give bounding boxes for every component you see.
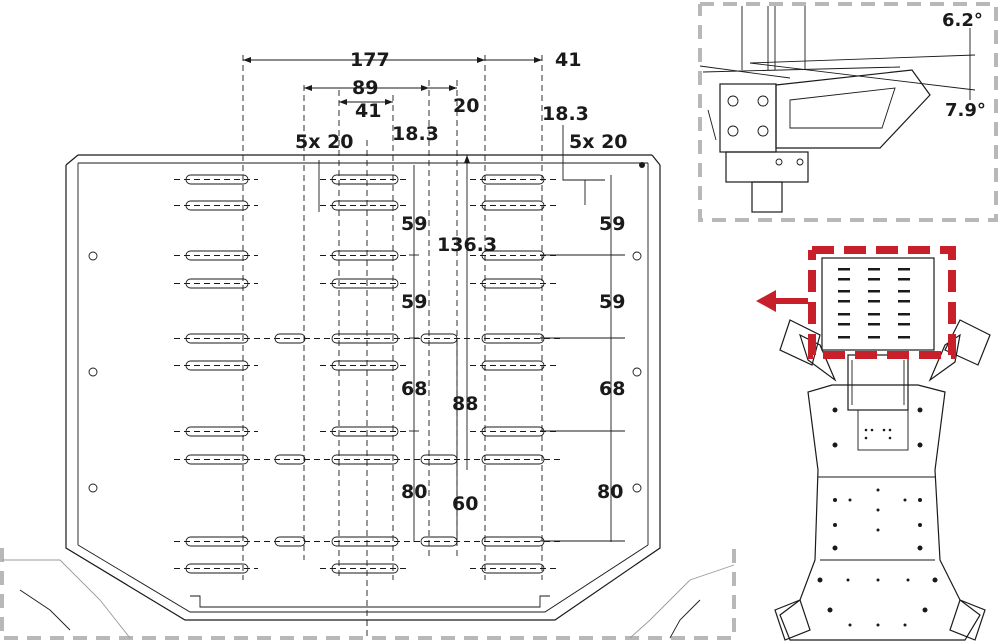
dim-5x20-right: 5x 20 — [569, 131, 628, 153]
side-view: 6.2° 7.9° — [698, 2, 998, 222]
dim-59-left-a: 59 — [401, 213, 427, 235]
dim-177: 177 — [350, 49, 390, 71]
dim-20-top: 20 — [453, 95, 479, 117]
side-view-part — [699, 6, 976, 213]
plate-outline — [65, 154, 661, 621]
dim-136-3: 136.3 — [437, 234, 497, 256]
dimension-labels: 177 41 89 20 41 5x 20 18.3 18.3 5x 20 59… — [295, 49, 628, 515]
chassis-holes — [817, 407, 938, 627]
dim-59-right-b: 59 — [599, 291, 625, 313]
dim-18-3-left: 18.3 — [392, 123, 439, 145]
dim-89: 89 — [352, 77, 378, 99]
dim-80-left: 80 — [401, 481, 427, 503]
slot-column-left — [185, 174, 249, 574]
angle-down-label: 7.9° — [945, 100, 986, 121]
mounting-holes — [88, 251, 642, 493]
dim-80-right: 80 — [597, 481, 623, 503]
dim-18-3-right: 18.3 — [542, 103, 589, 125]
centre-lines — [242, 55, 543, 640]
dim-68-left: 68 — [401, 378, 427, 400]
overview-plate-slots — [838, 268, 910, 339]
overview-view — [756, 246, 991, 641]
slot-column-middle — [331, 174, 399, 574]
dim-88: 88 — [452, 393, 478, 415]
slot-axes — [174, 179, 560, 569]
slot-pattern — [174, 174, 560, 574]
dim-59-left-b: 59 — [401, 291, 427, 313]
overview-legs — [774, 319, 991, 641]
main-view: 177 41 89 20 41 5x 20 18.3 18.3 5x 20 59… — [0, 49, 736, 640]
dim-41-inner: 41 — [355, 100, 381, 122]
dimension-lines — [243, 57, 625, 542]
dim-41-top: 41 — [555, 49, 581, 71]
bottom-bracket-frame — [0, 548, 736, 640]
dim-59-right-a: 59 — [599, 213, 625, 235]
dim-68-right: 68 — [599, 378, 625, 400]
dim-5x20-left: 5x 20 — [295, 131, 354, 153]
angle-up-label: 6.2° — [942, 10, 983, 31]
dim-60: 60 — [452, 493, 478, 515]
